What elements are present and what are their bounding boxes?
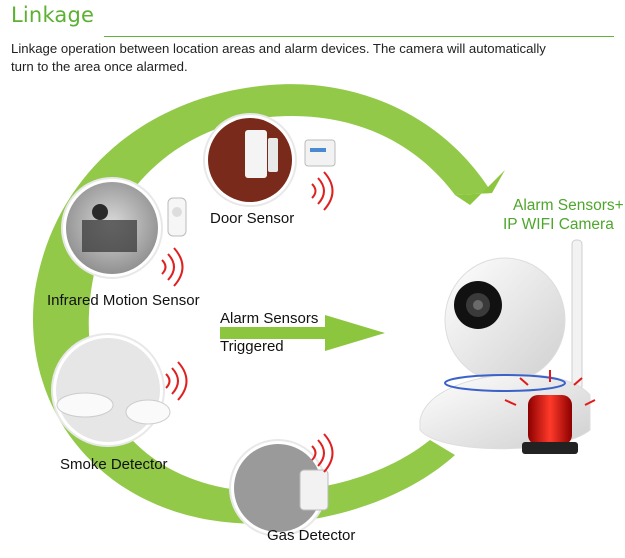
description-line-1: Linkage operation between location areas… [11, 41, 546, 56]
gas-detector-photo [229, 439, 329, 537]
smoke-detector-photo [51, 333, 171, 447]
center-label-line-1: Alarm Sensors [220, 310, 319, 327]
infrared-sensor-photo [61, 177, 163, 279]
camera-label-line-1: Alarm Sensors+ [513, 197, 624, 214]
alarm-light-icon [504, 370, 596, 454]
door-signal-waves [311, 171, 334, 211]
green-linkage-arc [32, 84, 505, 524]
infrared-signal-waves [161, 247, 184, 287]
door-sensor-label: Door Sensor [210, 210, 295, 227]
description: Linkage operation between location areas… [11, 40, 591, 75]
smoke-detector-label: Smoke Detector [60, 456, 168, 473]
gas-detector-label: Gas Detector [267, 527, 356, 544]
description-line-2: turn to the area once alarmed. [11, 58, 188, 74]
center-label-line-2: Triggered [220, 338, 284, 355]
door-sensor-device-icon [304, 139, 336, 167]
camera-label-line-2: IP WIFI Camera [503, 216, 614, 233]
page-title: Linkage [11, 3, 95, 27]
gas-signal-waves [311, 433, 334, 473]
title-divider [104, 36, 614, 37]
smoke-signal-waves [165, 361, 188, 401]
trigger-arrow [220, 315, 385, 351]
infrared-device-icon [167, 197, 187, 237]
door-sensor-photo [203, 113, 297, 207]
infrared-sensor-label: Infrared Motion Sensor [47, 292, 200, 309]
